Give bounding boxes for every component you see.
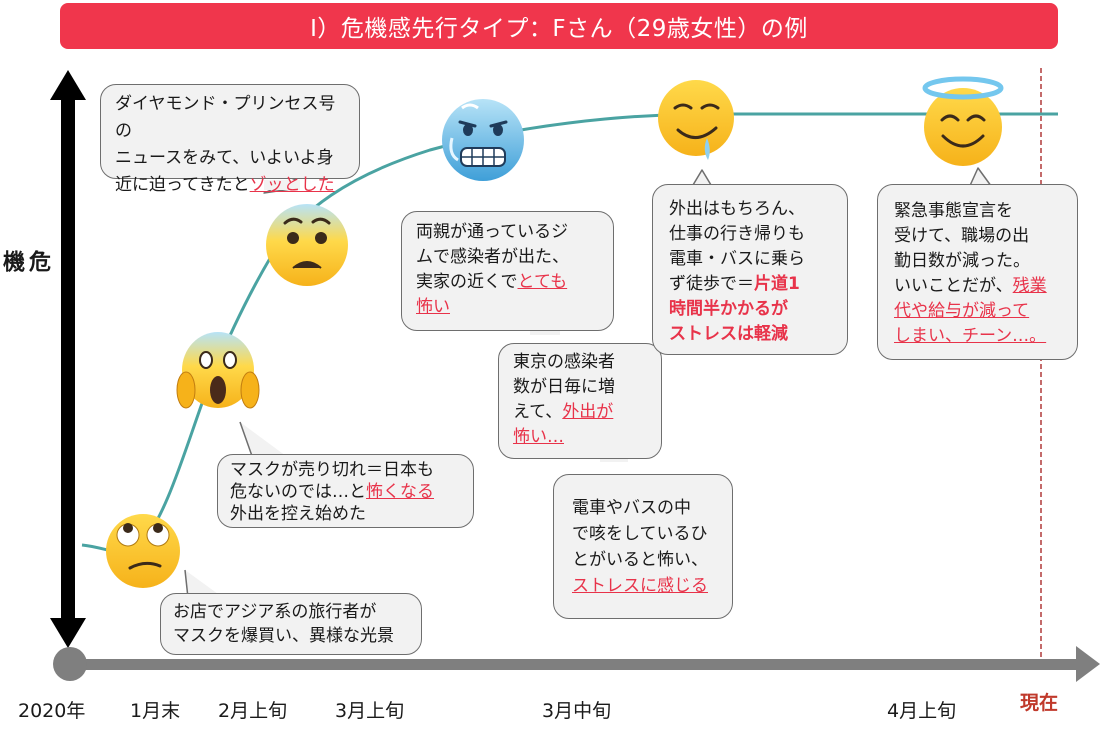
x-tick-apr-early: 4月上旬 <box>887 700 957 722</box>
bubble-highlight: ゾッとした <box>249 175 335 195</box>
bubble-text: 外出はもちろん、 <box>669 199 805 219</box>
bubble-text: ニュースをみて、いよいよ身 <box>115 148 334 168</box>
bubble-text: 数が日毎に増 <box>513 377 615 397</box>
halo-face-icon <box>922 76 1004 166</box>
bubble-emphasis: 時間半かかるが <box>669 299 788 319</box>
bubble-text: 緊急事態宣言を <box>894 201 1013 221</box>
cold-face-icon <box>442 99 524 181</box>
x-tick-feb-early: 2月上旬 <box>218 700 288 722</box>
y-axis-label-char: 機 <box>0 250 24 273</box>
drooling-face-icon <box>658 80 734 160</box>
bubble-highlight: ストレスに感じる <box>572 576 708 596</box>
bubble-text: お店でアジア系の旅行者が <box>173 602 377 622</box>
bubble-text: ダイヤモンド・プリンセス号の <box>115 94 336 141</box>
anxious-face-icon <box>266 204 348 286</box>
bubble-highlight: とても <box>517 272 568 292</box>
bubble-text: 電車・バスに乗ら <box>669 249 805 269</box>
bubble-text: ず徒歩で＝ <box>669 274 754 294</box>
bubble-text: マスクを爆買い、異様な光景 <box>173 626 394 646</box>
bubble-emphasis: 片道1 <box>754 274 800 294</box>
bubble-text: 危ないのでは…と <box>230 482 366 502</box>
speech-bubble-3: ダイヤモンド・プリンセス号の ニュースをみて、いよいよ身 近に迫ってきたとゾッと… <box>100 84 360 195</box>
speech-bubble-7: 外出はもちろん、 仕事の行き帰りも 電車・バスに乗ら ず徒歩で＝片道1 時間半か… <box>652 184 848 355</box>
x-tick-mar-early: 3月上旬 <box>335 700 405 722</box>
x-tick-2020: 2020年 <box>18 700 86 722</box>
bubble-text: 受けて、職場の出 <box>894 226 1030 246</box>
title-banner: Ⅰ）危機感先行タイプ：Fさん（29歳女性）の例 <box>60 3 1058 49</box>
bubble-highlight: 外出が <box>562 402 614 422</box>
x-tick-jan-end: 1月末 <box>130 700 181 722</box>
speech-bubble-6: 電車やバスの中 で咳をしているひ とがいると怖い、 ストレスに感じる <box>553 474 733 619</box>
bubble-text: 東京の感染者 <box>513 352 615 372</box>
y-axis-label-char: 危 <box>25 250 50 273</box>
bubble-text: えて、 <box>513 402 563 422</box>
y-axis-label: 危 機 意 識 ・ 対 策 意 識 <box>0 250 50 273</box>
speech-bubble-1: お店でアジア系の旅行者が マスクを爆買い、異様な光景 <box>160 593 422 655</box>
page-title: Ⅰ）危機感先行タイプ：Fさん（29歳女性）の例 <box>310 16 808 42</box>
speech-bubble-2: マスクが売り切れ＝日本も 危ないのでは…と怖くなる 外出を控え始めた <box>217 454 474 528</box>
bubble-text: とがいると怖い、 <box>572 550 708 570</box>
bubble-text: いいことだが、 <box>894 276 1013 296</box>
speech-bubble-5: 東京の感染者 数が日毎に増 えて、外出が 怖い… <box>498 343 662 459</box>
bubble-highlight: 代や給与が減って <box>894 301 1030 321</box>
bubble-text: 仕事の行き帰りも <box>669 224 805 244</box>
bubble-text: 近に迫ってきたと <box>115 175 250 195</box>
bubble-highlight: 怖い… <box>513 427 564 447</box>
bubble-text: 両親が通っているジ <box>416 222 569 242</box>
bubble-text: 電車やバスの中 <box>572 498 691 518</box>
bubble-text: 勤日数が減った。 <box>894 251 1030 271</box>
bubble-highlight: 怖くなる <box>366 482 434 502</box>
bubble-emphasis: ストレスは軽減 <box>669 324 788 344</box>
speech-bubble-8: 緊急事態宣言を 受けて、職場の出 勤日数が減った。 いいことだが、残業 代や給与… <box>877 184 1078 360</box>
bubble-text: で咳をしているひ <box>572 524 708 544</box>
y-axis-arrow <box>50 70 86 648</box>
bubble-text: マスクが売り切れ＝日本も <box>230 460 434 480</box>
bubble-text: ムで感染者が出た、 <box>416 247 569 267</box>
bubble-text: 実家の近くで <box>416 272 518 292</box>
bubble-highlight: 怖い <box>416 297 450 317</box>
x-tick-now: 現在 <box>1020 692 1059 714</box>
eye-roll-face-icon <box>106 514 180 588</box>
speech-bubble-4: 両親が通っているジ ムで感染者が出た、 実家の近くでとても 怖い <box>401 211 614 331</box>
x-axis-arrow <box>53 646 1100 682</box>
bubble-highlight: しまい、チーン…。 <box>894 326 1047 346</box>
bubble-highlight: 残業 <box>1012 276 1047 296</box>
bubble-text: 外出を控え始めた <box>230 504 366 524</box>
screaming-face-icon <box>176 332 260 409</box>
x-tick-mar-mid: 3月中旬 <box>542 700 612 722</box>
